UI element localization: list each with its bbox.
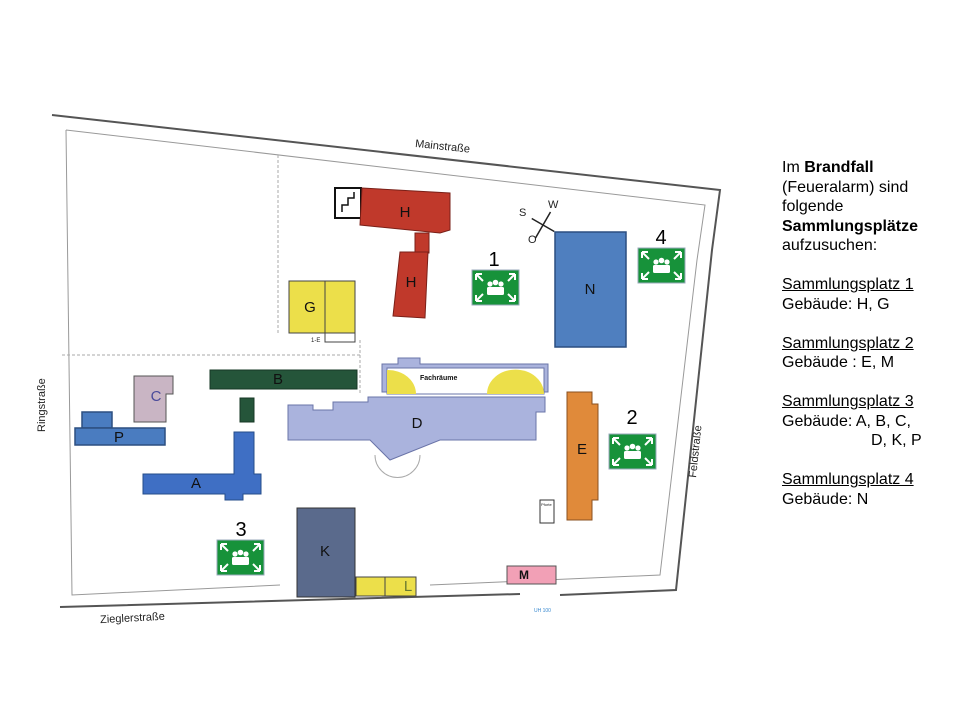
svg-text:E: E bbox=[577, 441, 587, 458]
street-zieglerstrasse: Zieglerstraße bbox=[100, 611, 165, 626]
building-m[interactable]: M bbox=[506, 565, 557, 585]
svg-text:P: P bbox=[114, 429, 124, 446]
legend-item-title: Sammlungsplatz 3 bbox=[782, 393, 914, 410]
svg-text:G: G bbox=[304, 299, 316, 316]
legend-intro: Im bbox=[782, 159, 805, 176]
svg-text:M: M bbox=[519, 568, 529, 582]
compass-w: W bbox=[548, 199, 559, 211]
svg-text:L: L bbox=[404, 578, 412, 595]
compass-o: O bbox=[528, 234, 537, 246]
legend-item-buildings: Gebäude: N bbox=[782, 490, 869, 508]
g-annex-label: 1-E bbox=[311, 338, 320, 344]
fachraeume-label: Fachräume bbox=[420, 375, 457, 382]
legend-item-buildings: Gebäude: H, G bbox=[782, 295, 890, 313]
legend-item-buildings-cont: D, K, P bbox=[871, 432, 922, 449]
assembly-point-1[interactable]: 1 bbox=[471, 249, 520, 306]
svg-text:K: K bbox=[320, 543, 330, 560]
assembly-point-icon bbox=[608, 433, 657, 470]
assembly-point-4[interactable]: 4 bbox=[637, 227, 686, 284]
legend-sammlungsplaetze: Sammlungsplätze bbox=[782, 217, 919, 235]
inner-boundary bbox=[65, 129, 706, 596]
building-d[interactable]: Fachräume D bbox=[287, 357, 549, 478]
svg-text:H: H bbox=[400, 204, 411, 221]
svg-text:N: N bbox=[585, 281, 596, 298]
building-h[interactable]: H H bbox=[334, 187, 451, 319]
svg-text:1: 1 bbox=[488, 249, 499, 271]
svg-text:3: 3 bbox=[235, 519, 246, 541]
site-boundary bbox=[51, 114, 722, 608]
pforte-label: Pforte bbox=[541, 502, 552, 507]
legend-intro-4: aufzusuchen: bbox=[782, 237, 878, 254]
street-feldstrasse: Feldstraße bbox=[687, 425, 704, 479]
building-l[interactable]: L bbox=[355, 576, 417, 597]
compass-s: S bbox=[519, 207, 526, 219]
svg-text:A: A bbox=[191, 475, 201, 492]
building-k[interactable]: K bbox=[296, 507, 356, 598]
compass-icon bbox=[531, 211, 555, 239]
building-n[interactable]: N bbox=[554, 231, 627, 348]
street-mainstrasse: Mainstraße bbox=[415, 138, 471, 156]
building-c[interactable]: C bbox=[133, 375, 174, 423]
building-p[interactable]: P bbox=[74, 411, 166, 446]
legend-item-title: Sammlungsplatz 4 bbox=[782, 471, 914, 488]
legend-item-buildings: Gebäude: A, B, C, bbox=[782, 412, 911, 430]
legend-intro-3: folgende bbox=[782, 198, 844, 215]
assembly-point-icon bbox=[637, 247, 686, 284]
building-b[interactable]: B bbox=[209, 369, 358, 423]
svg-text:4: 4 bbox=[655, 227, 666, 249]
building-e[interactable]: E Pforte bbox=[539, 391, 599, 524]
map-code-label: UH 100 bbox=[534, 608, 551, 614]
assembly-point-2[interactable]: 2 bbox=[608, 407, 657, 470]
assembly-point-icon bbox=[471, 269, 520, 306]
assembly-point-icon bbox=[216, 539, 265, 576]
legend-item-buildings: Gebäude : E, M bbox=[782, 354, 895, 371]
assembly-point-3[interactable]: 3 bbox=[216, 519, 265, 576]
building-g[interactable]: G 1-E bbox=[288, 280, 356, 344]
street-ringstrasse: Ringstraße bbox=[36, 378, 48, 432]
svg-text:2: 2 bbox=[626, 407, 637, 429]
svg-text:H: H bbox=[406, 274, 417, 291]
building-a[interactable]: A bbox=[142, 431, 262, 501]
svg-text:D: D bbox=[412, 415, 423, 432]
legend-brandfall: Brandfall bbox=[804, 159, 874, 176]
site-map: Mainstraße Ringstraße Feldstraße Ziegler… bbox=[36, 114, 722, 626]
legend-item-title: Sammlungsplatz 2 bbox=[782, 334, 914, 352]
svg-text:C: C bbox=[151, 388, 162, 405]
legend-item-title: Sammlungsplatz 1 bbox=[782, 276, 914, 293]
legend-intro-2: (Feueralarm) sind bbox=[782, 178, 909, 196]
svg-text:B: B bbox=[273, 371, 283, 388]
assembly-legend: Im Brandfall (Feueralarm) sind folgende … bbox=[782, 158, 957, 509]
